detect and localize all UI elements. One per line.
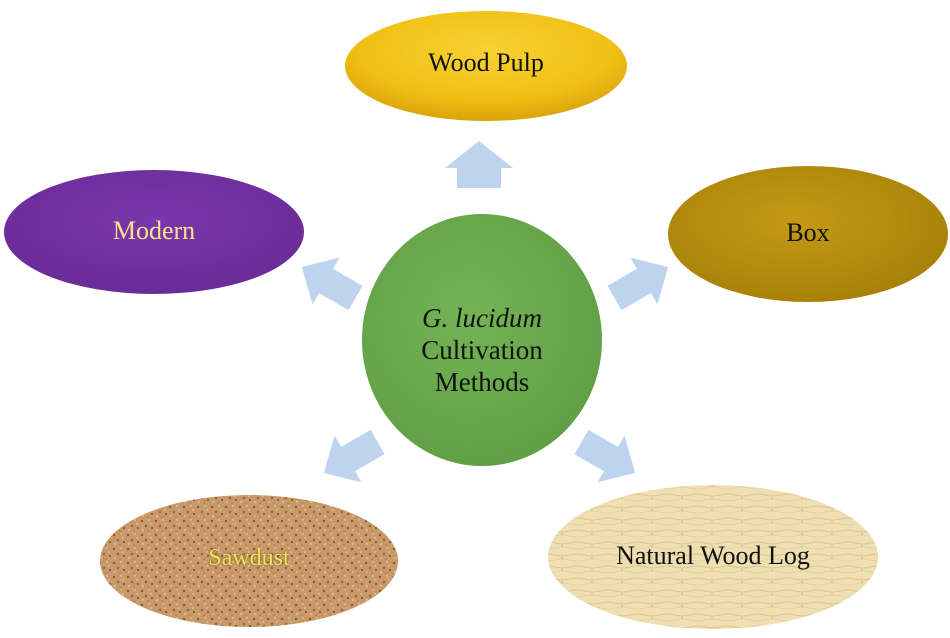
center-title: G. lucidum Cultivation Methods [362,303,602,399]
wood-pulp-label: Wood Pulp [428,48,544,77]
natural-wood-log-label: Natural Wood Log [616,541,810,570]
center-title-line2: Cultivation [421,334,543,365]
arrow-to-modern [301,257,363,311]
box-node [668,166,948,302]
wood-pulp-node [345,11,627,121]
sawdust-node [100,495,398,627]
sawdust-label: Sawdust [208,545,290,571]
arrow-to-wood-pulp [445,141,513,188]
center-title-line3: Methods [434,366,530,397]
modern-node [4,170,304,294]
modern-label: Modern [112,216,196,245]
arrow-to-natural-wood-log [574,429,636,483]
arrow-to-box [607,257,669,311]
natural-wood-log-node [548,485,878,629]
center-node [362,214,602,466]
arrow-to-sawdust [323,429,385,483]
center-title-species: G. lucidum [422,303,542,333]
box-label: Box [786,218,830,247]
